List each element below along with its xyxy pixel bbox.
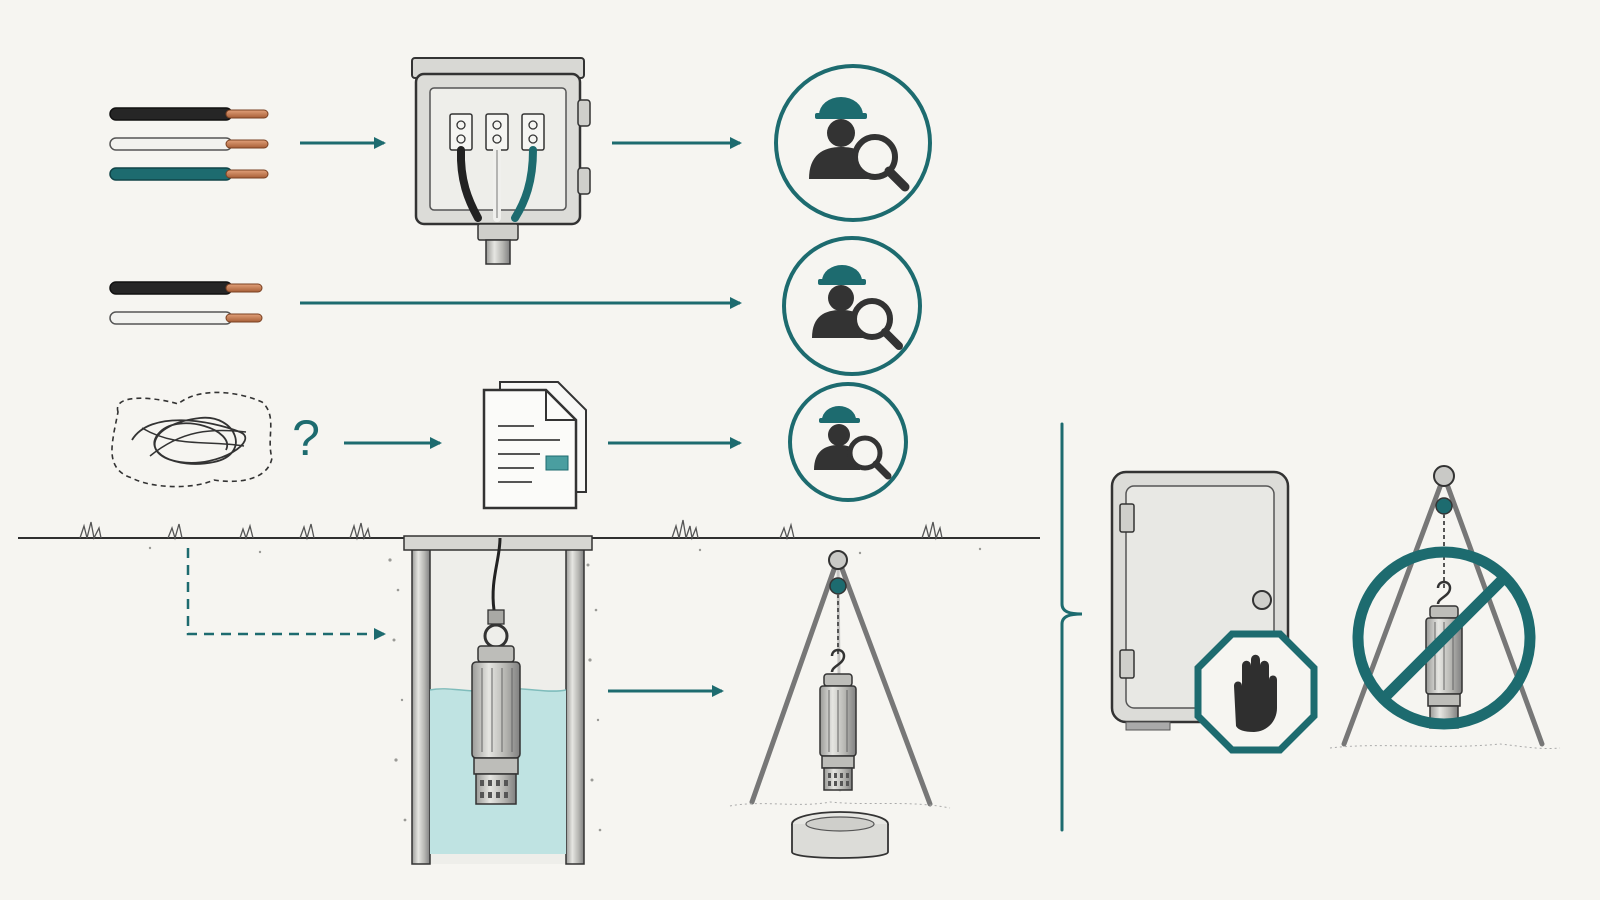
inspector-magnifier-icon <box>774 64 932 222</box>
tripod-hoist-icon <box>729 550 951 859</box>
prohibited-icon <box>1352 546 1536 730</box>
submersible-pump-icon <box>471 609 521 805</box>
stop-hand-icon <box>1194 630 1318 754</box>
documents-icon <box>482 381 587 510</box>
inspector-magnifier-icon <box>788 382 908 502</box>
pump-cable <box>491 537 502 611</box>
wire-bundle-3-icon <box>109 107 269 181</box>
bracket-divider <box>1060 422 1083 832</box>
inspector-magnifier-icon <box>782 236 922 376</box>
question-mark-icon: ? <box>292 410 320 466</box>
tangled-wires-icon <box>111 391 273 488</box>
dashed-path-to-well <box>186 548 386 640</box>
submersible-pump-icon <box>819 673 857 791</box>
wire-bundle-2-icon <box>109 281 263 325</box>
junction-box-icon <box>411 57 591 265</box>
